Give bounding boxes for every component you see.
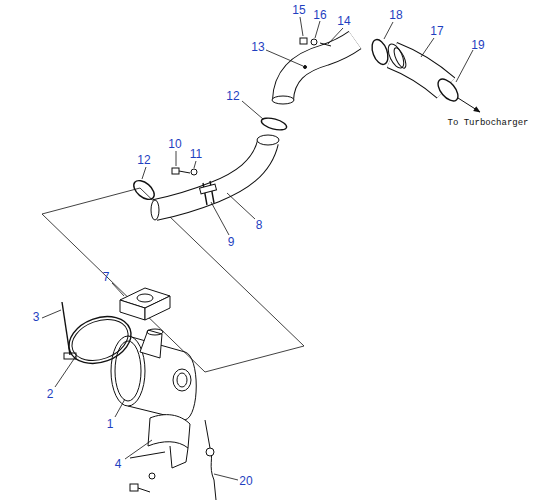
callout-number: 12 [226, 90, 239, 102]
callout-number: 7 [103, 271, 110, 283]
callout-number: 8 [256, 219, 263, 231]
callout-number: 2 [47, 388, 54, 400]
leader-lines [42, 17, 473, 480]
clamp-band [199, 181, 216, 205]
clamp [369, 37, 391, 66]
callout-number: 15 [292, 4, 305, 16]
bracket [130, 415, 190, 468]
callout-number: 10 [168, 138, 181, 150]
callout-number: 17 [430, 25, 443, 37]
cap [120, 288, 170, 320]
destination-note: To Turbocharger [447, 119, 528, 128]
pipe [151, 135, 279, 220]
callout-number: 19 [471, 39, 484, 51]
air-cleaner [111, 329, 196, 420]
clamp [434, 76, 461, 105]
hose [385, 42, 446, 88]
callout-number: 11 [190, 148, 202, 160]
callout-number: 4 [115, 458, 122, 470]
callout-number: 9 [228, 236, 235, 248]
clamp [130, 177, 157, 203]
callout-number: 12 [137, 154, 150, 166]
callout-number: 16 [313, 9, 326, 21]
callout-number: 18 [389, 9, 402, 21]
callout-number: 1 [107, 418, 114, 430]
dust-indicator [205, 420, 216, 500]
bolt [130, 473, 155, 492]
callout-number: 14 [337, 15, 350, 27]
clamp [260, 116, 288, 132]
bolt [300, 38, 331, 46]
callout-number: 20 [239, 475, 252, 487]
callout-number: 13 [251, 41, 264, 53]
pipe [272, 40, 355, 104]
callout-number: 3 [33, 311, 40, 323]
band-clamp [62, 302, 138, 372]
bolt [172, 168, 197, 175]
flow-arrow [458, 98, 480, 112]
